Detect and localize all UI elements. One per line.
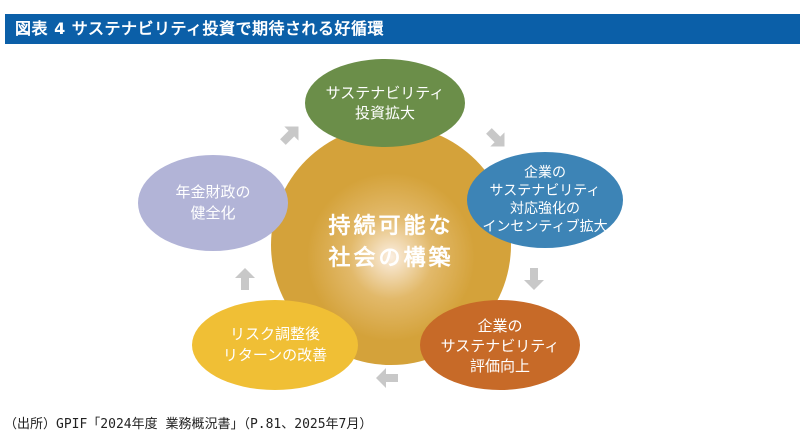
arrow-icon <box>376 368 398 388</box>
label-line: 健全化 <box>190 204 236 222</box>
arrow-icon <box>486 128 505 147</box>
node-evaluation <box>420 300 580 390</box>
arrow-icon <box>280 126 299 145</box>
label-line: 対応強化の <box>509 201 580 217</box>
label-line: サステナビリティ <box>325 84 445 102</box>
figure-title: 図表 4 サステナビリティ投資で期待される好循環 <box>5 14 800 44</box>
node-investment <box>305 59 465 147</box>
center-label-line: 持続可能な <box>328 214 454 239</box>
node-incentive-label: 企業の サステナビリティ 対応強化の インセンティブ拡大 <box>482 164 607 236</box>
label-line: サステナビリティ <box>489 183 601 199</box>
center-label-line: 社会の構築 <box>328 246 454 271</box>
label-line: 投資拡大 <box>354 104 415 122</box>
label-line: 企業の <box>477 317 523 335</box>
center-circle <box>271 125 511 365</box>
node-return <box>192 300 358 390</box>
label-line: リターンの改善 <box>222 346 328 364</box>
node-investment-label: サステナビリティ 投資拡大 <box>326 83 445 123</box>
center-label: 持続可能な 社会の構築 <box>328 211 453 275</box>
source-note: （出所）GPIF「2024年度 業務概況書」（P.81、2025年7月） <box>4 417 373 432</box>
arrow-icon <box>524 268 544 290</box>
label-line: 評価向上 <box>469 357 530 375</box>
label-line: インセンティブ拡大 <box>482 219 608 235</box>
node-incentive <box>467 152 623 248</box>
node-return-label: リスク調整後 リターンの改善 <box>223 324 327 366</box>
node-pension-label: 年金財政の 健全化 <box>175 182 250 224</box>
label-line: 年金財政の <box>175 183 251 201</box>
arrow-icon <box>235 268 255 290</box>
node-pension <box>138 155 288 251</box>
label-line: リスク調整後 <box>229 325 321 343</box>
label-line: サステナビリティ <box>440 337 560 355</box>
label-line: 企業の <box>523 165 566 181</box>
node-evaluation-label: 企業の サステナビリティ 評価向上 <box>441 316 560 376</box>
